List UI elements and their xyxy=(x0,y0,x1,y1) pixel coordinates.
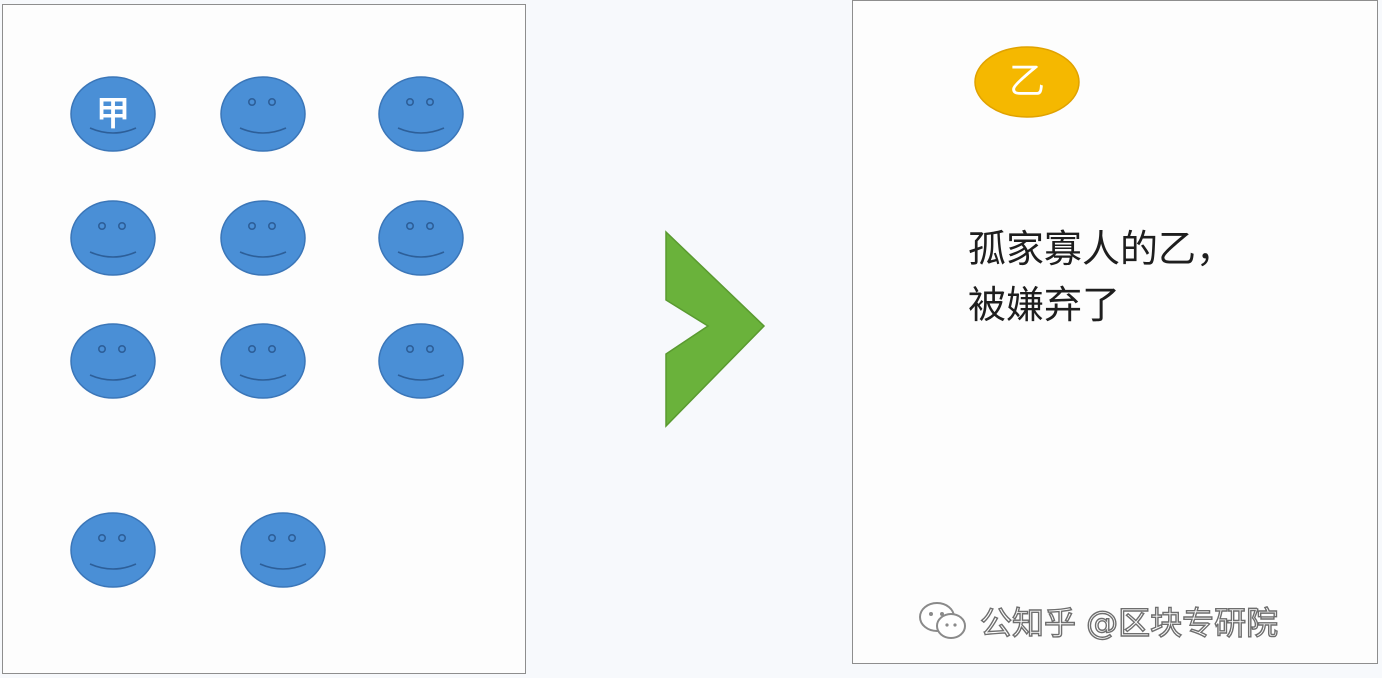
watermark: 公知乎 @区块专研院 xyxy=(918,598,1279,644)
face-label: 甲 xyxy=(96,94,130,134)
face xyxy=(220,200,306,276)
smiley-face-icon xyxy=(220,323,306,399)
smiley-face-icon xyxy=(220,200,306,276)
caption-line-1: 孤家寡人的乙， xyxy=(968,227,1235,271)
face xyxy=(70,323,156,399)
caption-line-2: 被嫌弃了 xyxy=(968,283,1121,327)
face xyxy=(220,323,306,399)
face xyxy=(70,200,156,276)
coin-icon xyxy=(974,46,1080,118)
smiley-face-icon xyxy=(70,512,156,588)
arrow-shape xyxy=(665,230,766,428)
right-arrow-icon xyxy=(665,230,766,428)
smiley-face-icon xyxy=(220,76,306,152)
smiley-face-icon xyxy=(378,323,464,399)
smiley-face-icon xyxy=(70,323,156,399)
face-jia: 甲 xyxy=(70,76,156,152)
face xyxy=(378,323,464,399)
smiley-face-icon xyxy=(70,200,156,276)
face xyxy=(240,512,326,588)
face xyxy=(378,76,464,152)
yi-coin: 乙 xyxy=(974,46,1080,118)
smiley-face-icon xyxy=(240,512,326,588)
face xyxy=(378,200,464,276)
wechat-icon xyxy=(919,602,966,639)
face xyxy=(220,76,306,152)
coin-label: 乙 xyxy=(1008,61,1045,102)
smiley-face-icon xyxy=(70,76,156,152)
face xyxy=(70,512,156,588)
smiley-face-icon xyxy=(378,200,464,276)
right-panel xyxy=(852,0,1378,664)
watermark-text: 公知乎 @区块专研院 xyxy=(979,603,1279,642)
smiley-face-icon xyxy=(378,76,464,152)
